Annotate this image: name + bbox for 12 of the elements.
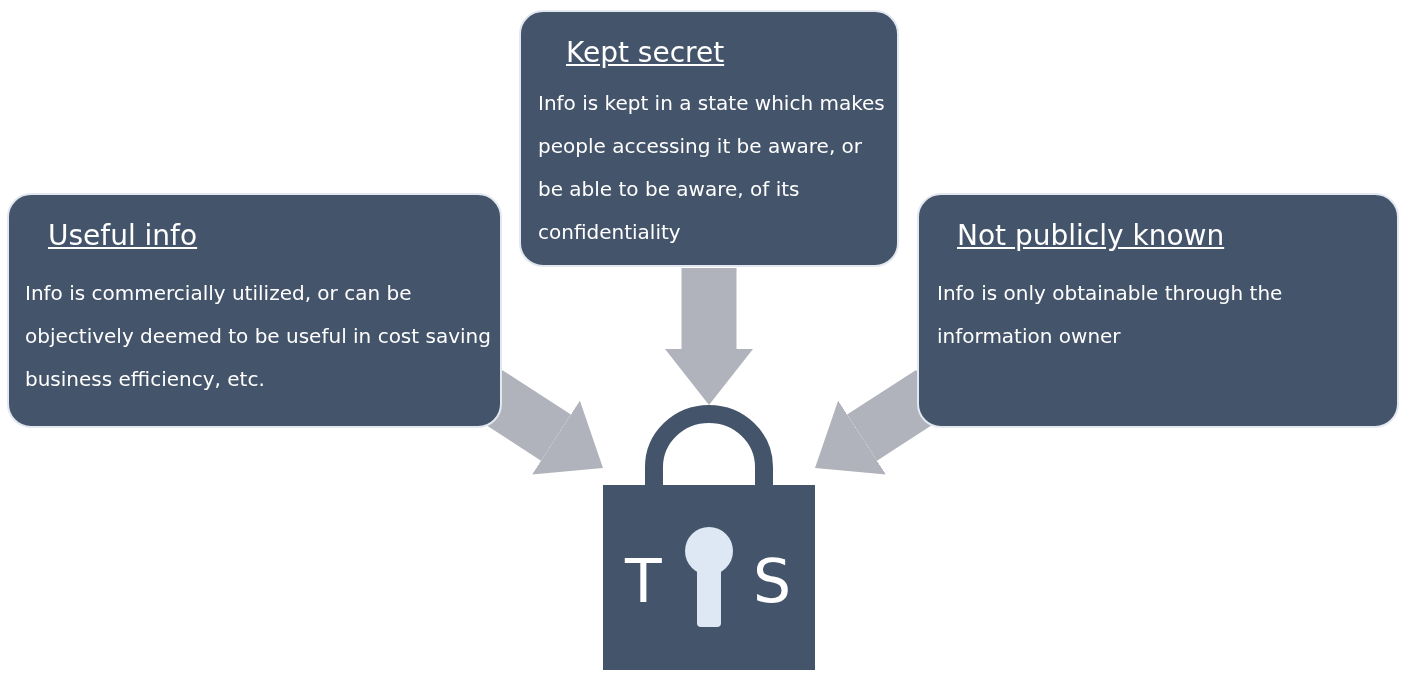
card-heading: Not publicly known <box>957 219 1225 252</box>
lock-letter: T <box>625 551 662 611</box>
info-card <box>519 10 899 267</box>
info-card <box>917 193 1399 428</box>
info-card <box>7 193 502 428</box>
card-heading: Useful info <box>48 219 198 252</box>
block-arrow <box>665 268 753 405</box>
card-description: Info is commercially utilized, or can be objectively deemed to be useful in cost saving business efficiency, etc. <box>25 280 492 393</box>
card-description: Info is kept in a state which makes people accessing it be aware, or be able to be aware, of its confidentiality <box>538 90 886 246</box>
card-heading: Kept secret <box>566 36 725 69</box>
lock-letter: S <box>753 551 792 611</box>
card-description: Info is only obtainable through the information owner <box>937 280 1284 350</box>
